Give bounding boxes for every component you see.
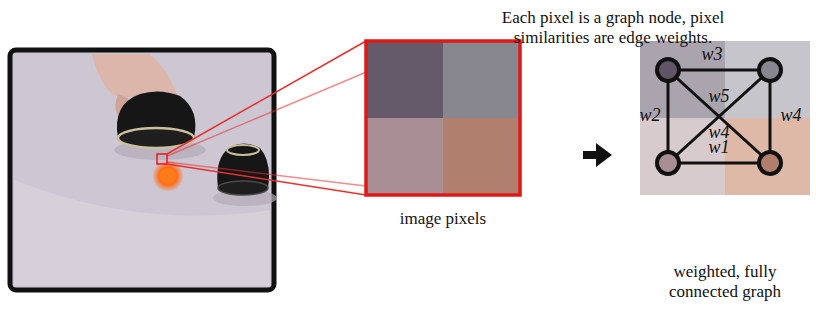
title-text: Each pixel is a graph node, pixel simila… bbox=[488, 8, 738, 49]
graph-figure bbox=[640, 41, 810, 195]
caption-label: weighted, fully connected graph bbox=[660, 262, 790, 303]
edge-weight: w2 bbox=[639, 106, 660, 126]
caption-label: image pixels bbox=[400, 209, 486, 229]
edge-weight: w3 bbox=[701, 45, 722, 65]
edge-weight: w5 bbox=[708, 87, 729, 107]
edge-weight: w4 bbox=[780, 106, 801, 126]
pixel-grid bbox=[366, 41, 520, 195]
arrow-symbol bbox=[583, 143, 612, 167]
edge-weight: w1 bbox=[708, 138, 729, 158]
